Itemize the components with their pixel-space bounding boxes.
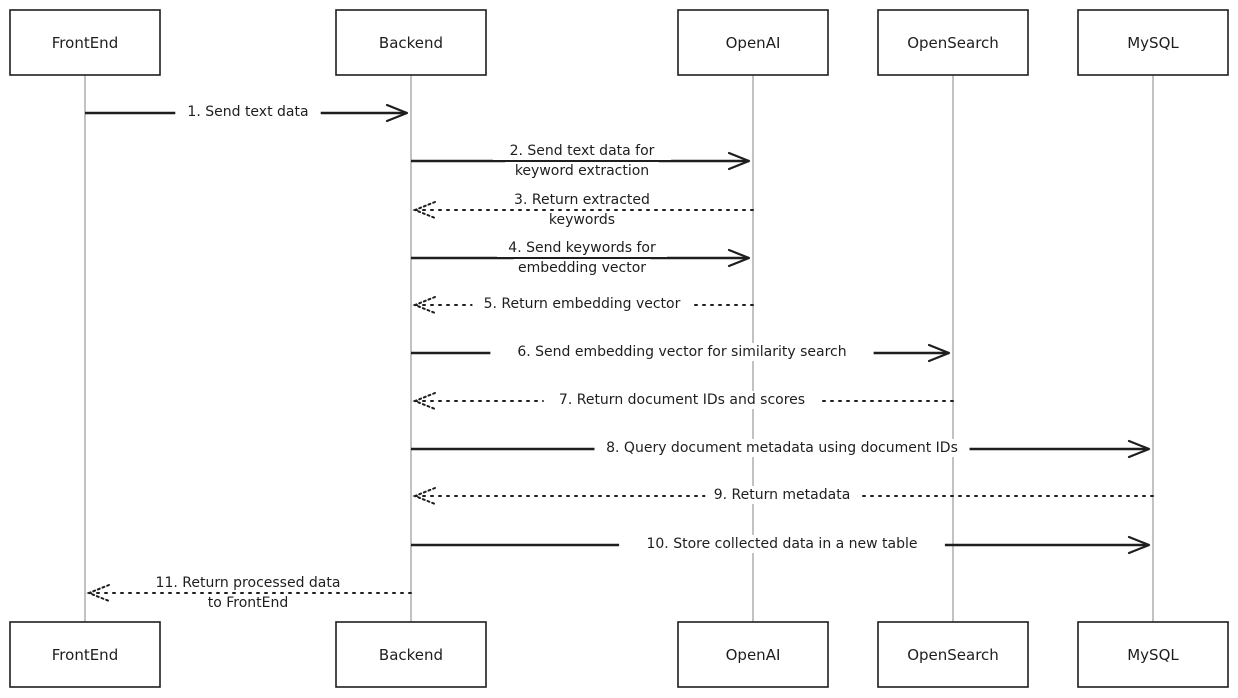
message-label-background [142,574,354,592]
participants-bottom: FrontEnd Backend OpenAI OpenSearch MySQL [9,621,1229,688]
participant-label: MySQL [1127,646,1179,664]
participant-label: Backend [379,646,443,664]
arrowhead-icon [727,151,751,171]
message-label-background [543,391,821,409]
message-label-background [546,211,618,229]
participants-top: FrontEnd Backend OpenAI OpenSearch MySQL [9,9,1229,76]
message-label: to FrontEnd [208,595,289,611]
participant-openai-top: OpenAI [677,9,829,76]
message-label-background [501,191,663,209]
message-label: keyword extraction [515,163,649,179]
participant-label: OpenAI [726,34,781,52]
participant-opensearch-bottom: OpenSearch [877,621,1029,688]
message-1: 1. Send text data [85,103,409,123]
message-label: 7. Return document IDs and scores [559,392,805,408]
participant-backend-top: Backend [335,9,487,76]
message-label-background [175,103,321,121]
arrowhead-icon [412,296,436,314]
participant-mysql-bottom: MySQL [1077,621,1229,688]
message-2: 2. Send text data for keyword extraction [411,142,751,180]
messages: 1. Send text data 2. Send text data for ke… [85,103,1154,612]
message-9: 9. Return metadata [412,486,1154,505]
message-label: 8. Query document metadata using documen… [606,440,958,456]
arrowhead-icon [86,584,110,602]
message-label: 3. Return extracted [514,192,650,208]
participant-label: FrontEnd [52,646,118,664]
participant-opensearch-top: OpenSearch [877,9,1029,76]
message-7: 7. Return document IDs and scores [412,391,954,410]
participant-label: Backend [379,34,443,52]
participant-label: FrontEnd [52,34,118,52]
message-label: 5. Return embedding vector [484,296,681,312]
message-label-background [472,295,692,313]
message-label-background [619,535,945,553]
message-label: 4. Send keywords for [508,240,656,256]
message-5: 5. Return embedding vector [412,295,754,314]
message-label: 2. Send text data for [510,143,655,159]
message-label-background [505,162,659,180]
message-label: 6. Send embedding vector for similarity … [517,344,846,360]
participant-label: OpenSearch [907,646,999,664]
participant-label: OpenAI [726,646,781,664]
participant-mysql-top: MySQL [1077,9,1229,76]
participant-openai-bottom: OpenAI [677,621,829,688]
participant-label: MySQL [1127,34,1179,52]
participant-frontend-top: FrontEnd [9,9,161,76]
participant-backend-bottom: Backend [335,621,487,688]
arrowhead-icon [412,487,436,505]
message-label: embedding vector [518,260,646,276]
message-10: 10. Store collected data in a new table [411,535,1151,555]
participant-label: OpenSearch [907,34,999,52]
arrowhead-icon [1127,535,1151,555]
participant-frontend-bottom: FrontEnd [9,621,161,688]
message-label-background [705,486,859,504]
message-4: 4. Send keywords for embedding vector [411,239,751,277]
message-8: 8. Query document metadata using documen… [411,439,1151,459]
arrowhead-icon [412,201,436,219]
participant-box [9,621,161,688]
participant-box [677,9,829,76]
message-label: 1. Send text data [187,104,308,120]
participant-box [9,9,161,76]
arrowhead-icon [727,248,751,268]
message-label-background [513,259,651,277]
participant-box [1077,9,1229,76]
message-11: 11. Return processed data to FrontEnd [86,574,412,612]
arrowhead-icon [927,343,951,363]
message-3: 3. Return extracted keywords [412,191,754,229]
message-label-background [199,594,297,612]
message-label-background [497,239,667,257]
arrowhead-icon [385,103,409,123]
participant-box [335,9,487,76]
message-label-background [594,439,970,457]
arrowhead-icon [412,392,436,410]
arrowhead-icon [1127,439,1151,459]
participant-box [877,9,1029,76]
participant-box [335,621,487,688]
message-label: 11. Return processed data [156,575,341,591]
message-6: 6. Send embedding vector for similarity … [411,343,951,363]
participant-box [1077,621,1229,688]
message-label-background [492,142,672,160]
message-label: 10. Store collected data in a new table [646,536,917,552]
participant-box [877,621,1029,688]
message-label: 9. Return metadata [714,487,851,503]
message-label: keywords [549,212,615,228]
message-label-background [490,343,874,361]
participant-box [677,621,829,688]
